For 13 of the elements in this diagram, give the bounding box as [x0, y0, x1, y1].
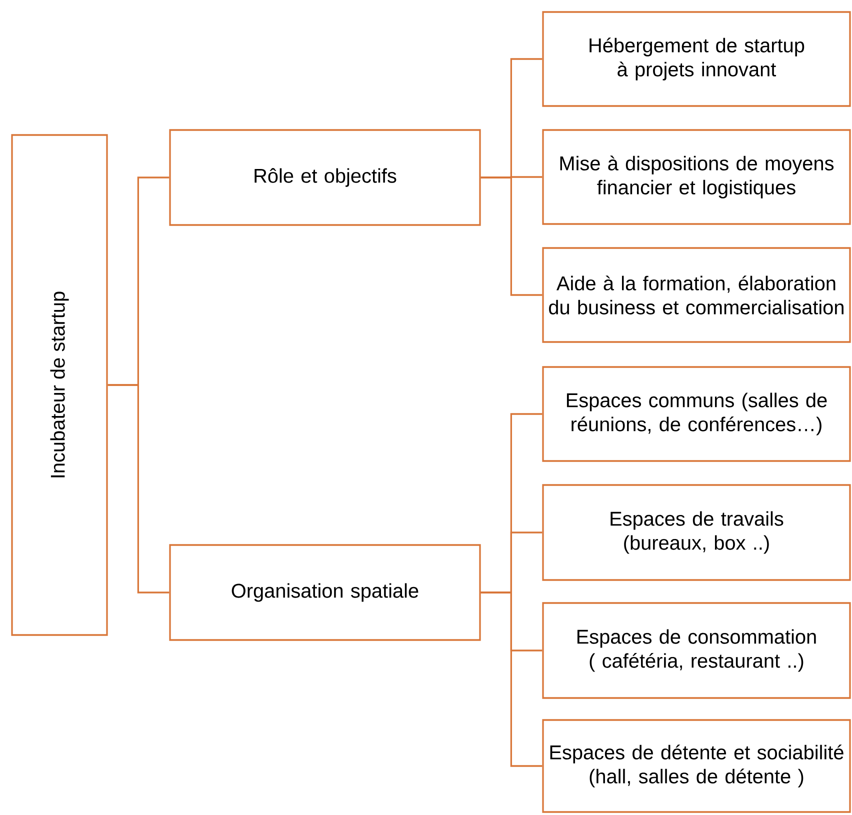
root-box: Incubateur de startup [11, 134, 108, 636]
item-box: Aide à la formation, élaboration du business et commercialisation [542, 247, 851, 343]
item-box: Espaces communs (salles de réunions, de conférences…) [542, 366, 851, 462]
category-box: Organisation spatiale [169, 544, 481, 641]
item-box: Espaces de détente et sociabilité (hall, salles de détente ) [542, 719, 851, 813]
connector-line [480, 592, 542, 767]
connector-line [480, 176, 542, 296]
connector-line [108, 384, 170, 594]
item-box: Hébergement de startup à projets innovant [542, 11, 851, 107]
item-box: Espaces de consommation ( cafétéria, restaurant ..) [542, 602, 851, 699]
category-box: Rôle et objectifs [169, 129, 481, 226]
item-box: Espaces de travails (bureaux, box ..) [542, 484, 851, 581]
item-box: Mise à dispositions de moyens financier et logistiques [542, 129, 851, 225]
